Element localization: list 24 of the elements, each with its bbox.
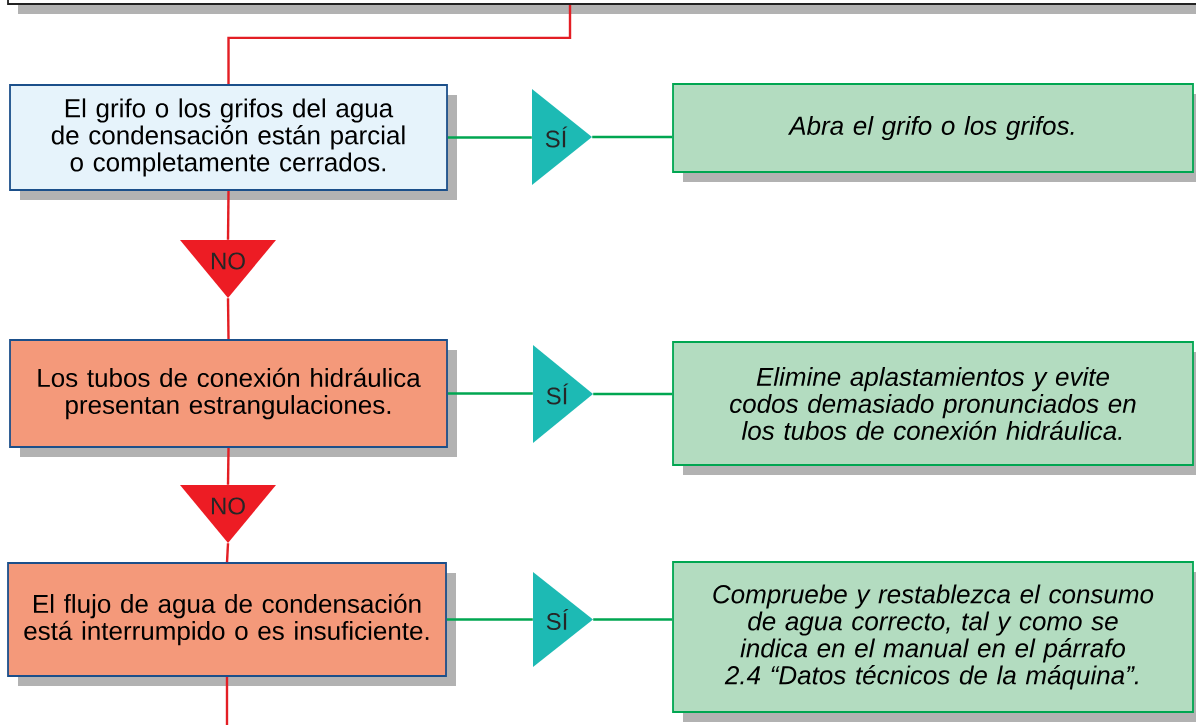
- connector-line: [592, 135, 673, 139]
- action-box: Elimine aplastamientos y evite codos demasiado pronunciados en los tubos de conexión hidráulica.: [672, 341, 1196, 475]
- no-triangle: NO: [180, 485, 276, 543]
- connector-line: [447, 136, 532, 139]
- condition-box: El grifo o los grifos del agua de condensación están parcial o completamente cerrados.: [9, 84, 457, 200]
- connector-line: [227, 4, 572, 85]
- action-box: Compruebe y restablezca el consumo de agua correcto, tal y como se indica en el manual en el párrafo 2.4 “Datos técnicos de la máquina”.: [672, 561, 1196, 722]
- yes-triangle: SÍ: [532, 89, 592, 185]
- yes-triangle: SÍ: [533, 572, 593, 667]
- action-box: Abra el grifo o los grifos.: [672, 83, 1196, 182]
- condition-box: Los tubos de conexión hidráulica presentan estrangulaciones.: [9, 339, 457, 457]
- connector-line: [226, 298, 230, 340]
- no-triangle: NO: [180, 240, 276, 298]
- connector-line: [226, 190, 230, 240]
- connector-line: [225, 676, 229, 725]
- connector-line: [447, 392, 533, 395]
- connector-line: [225, 543, 230, 563]
- panel-box: [7, 0, 1196, 14]
- condition-box: El flujo de agua de condensación está interrumpido o es insuficiente.: [7, 562, 456, 686]
- connector-line: [593, 392, 673, 396]
- connector-line: [446, 618, 533, 621]
- yes-triangle: SÍ: [533, 345, 593, 443]
- connector-line: [593, 618, 673, 621]
- connector-line: [226, 447, 230, 485]
